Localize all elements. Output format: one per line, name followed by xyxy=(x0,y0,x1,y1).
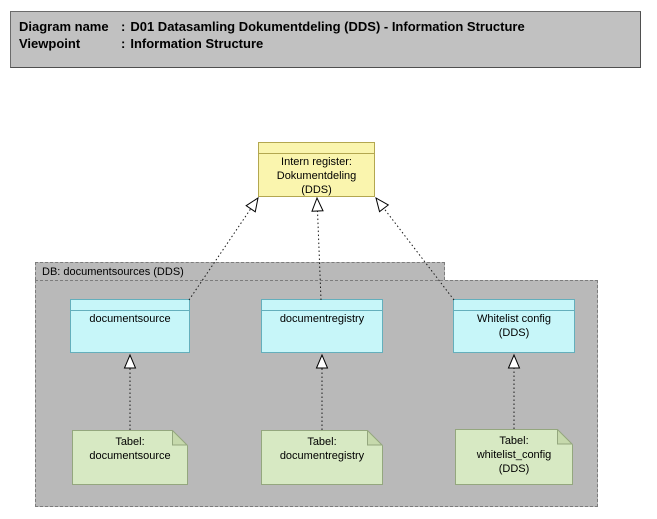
note-label: Tabel: whitelist_config (DDS) xyxy=(476,435,552,475)
viewpoint-value: Information Structure xyxy=(130,36,264,51)
entity-whitelist-config[interactable]: Whitelist config (DDS) xyxy=(453,299,575,353)
object-header-strip xyxy=(262,300,382,311)
separator: : xyxy=(121,36,126,51)
entity-documentregistry[interactable]: documentregistry xyxy=(261,299,383,353)
object-header-strip xyxy=(71,300,189,311)
diagram-title-block[interactable]: Diagram name: D01 Datasamling Dokumentdel… xyxy=(10,11,641,68)
object-header-strip xyxy=(454,300,574,311)
note-tabel-whitelist-config[interactable]: Tabel: whitelist_config (DDS) xyxy=(455,429,573,485)
note-tabel-documentregistry[interactable]: Tabel: documentregistry xyxy=(261,430,383,485)
note-label: Tabel: documentregistry xyxy=(279,436,365,462)
group-label: DB: documentsources (DDS) xyxy=(42,266,184,278)
group-db-documentsources-tab[interactable]: DB: documentsources (DDS) xyxy=(35,262,445,280)
object-header-strip xyxy=(259,143,374,154)
note-fold-icon xyxy=(367,430,383,446)
separator: : xyxy=(121,19,126,34)
business-object-intern-register[interactable]: Intern register: Dokumentdeling (DDS) xyxy=(258,142,375,197)
viewpoint-label: Viewpoint xyxy=(19,36,81,51)
entity-documentsource[interactable]: documentsource xyxy=(70,299,190,353)
diagram-name-label: Diagram name xyxy=(19,19,109,34)
object-label: Intern register: Dokumentdeling (DDS) xyxy=(276,156,357,196)
entity-label: documentsource xyxy=(89,313,171,325)
note-label: Tabel: documentsource xyxy=(89,436,171,462)
note-tabel-documentsource[interactable]: Tabel: documentsource xyxy=(72,430,188,485)
entity-label: documentregistry xyxy=(279,313,365,325)
note-fold-icon xyxy=(172,430,188,446)
viewpoint-row: Viewpoint: Information Structure xyxy=(19,35,632,52)
note-fold-icon xyxy=(557,429,573,445)
diagram-name-row: Diagram name: D01 Datasamling Dokumentdel… xyxy=(19,18,632,35)
entity-label: Whitelist config (DDS) xyxy=(477,313,551,339)
diagram-name-value: D01 Datasamling Dokumentdeling (DDS) - I… xyxy=(130,19,525,34)
